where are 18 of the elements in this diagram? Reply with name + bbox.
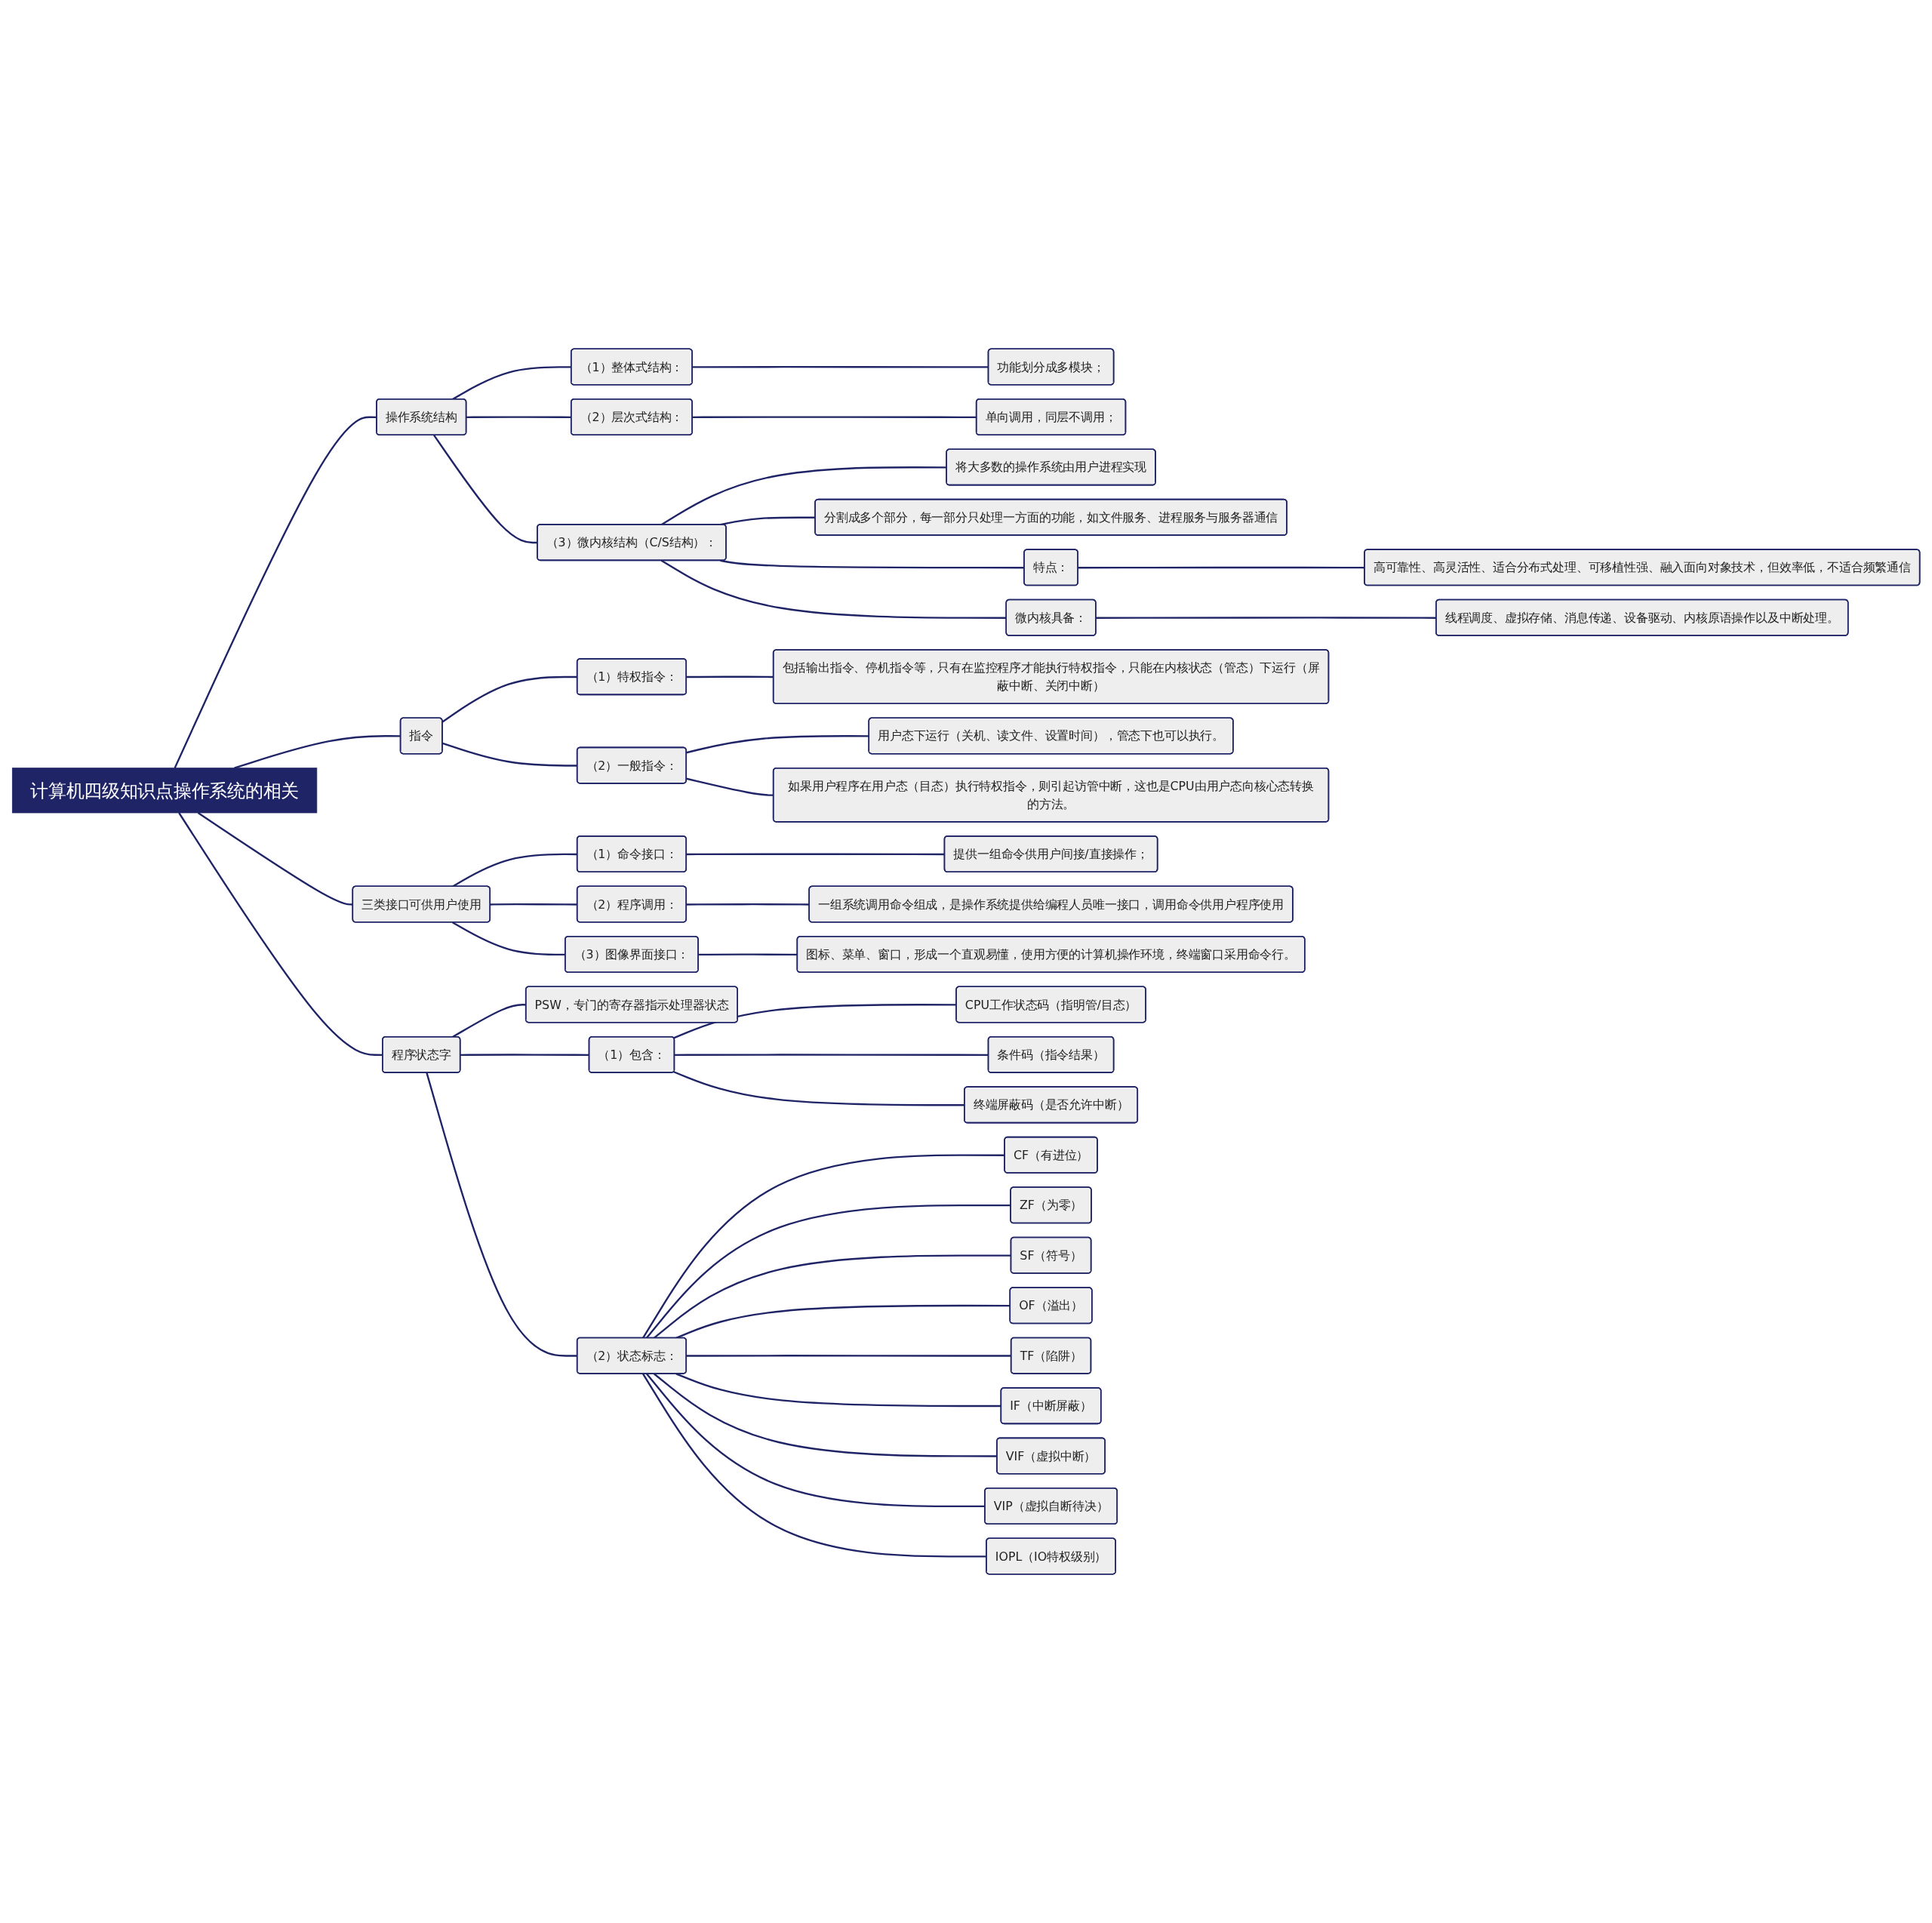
connector [460,1054,589,1056]
connector [653,1254,1011,1339]
connector [642,1154,1005,1339]
connector [675,1373,1001,1408]
connector [673,1004,957,1039]
connector [686,735,869,754]
connector [698,953,798,956]
connector [645,1204,1011,1339]
connector [234,735,401,769]
connector [686,903,810,906]
connector [686,853,945,856]
connector [197,812,353,906]
connector [660,466,947,526]
connector [660,559,1007,619]
node-box: 计算机四级知识点操作系统的相关 [11,768,318,814]
connector [674,1054,989,1056]
connector [692,365,989,368]
connector [675,1304,1011,1339]
